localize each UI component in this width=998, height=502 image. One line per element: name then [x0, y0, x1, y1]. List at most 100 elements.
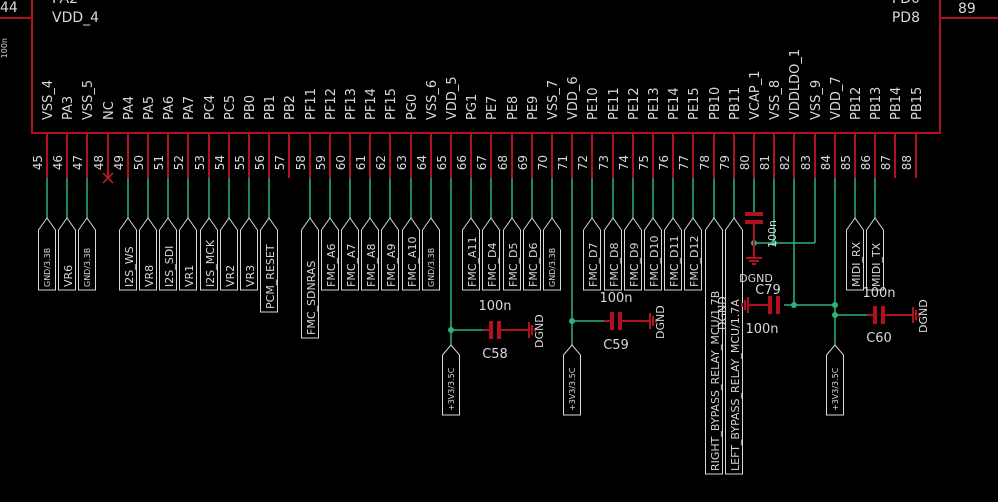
pin-number: 83 [799, 155, 813, 170]
pin-name: PE9 [526, 96, 541, 120]
pin-name: NC [102, 101, 117, 120]
pin-name-vdd4: VDD_4 [52, 10, 99, 26]
pin-number: 77 [677, 155, 691, 170]
pin-name: VDD_7 [829, 76, 844, 120]
pin-number: 46 [51, 155, 65, 170]
net-label-box [644, 217, 662, 291]
pin-number-44: 44 [0, 0, 18, 16]
net-label-box [624, 217, 642, 291]
pin-number: 85 [839, 155, 853, 170]
net-label-box [78, 217, 96, 291]
net-label-text: VR3 [244, 265, 257, 287]
cap-value: 100n [862, 286, 895, 301]
net-label-box [684, 217, 702, 291]
pin-number: 73 [597, 155, 611, 170]
net-label-box [119, 217, 137, 291]
pin-number: 65 [435, 155, 449, 170]
pin-name: PB14 [889, 87, 904, 120]
pin-name: PE14 [667, 87, 682, 120]
junction [771, 240, 777, 246]
pin-number: 70 [536, 155, 550, 170]
no-connect-mark [102, 172, 114, 184]
pin-name-pa2: PA2 [52, 0, 78, 7]
net-label-text: FMC_D7 [587, 243, 600, 287]
pin-name: PA3 [61, 96, 76, 120]
pin-name: PE15 [687, 87, 702, 120]
net-label-text: RIGHT_BYPASS_RELAY_MCU/1.7B [709, 291, 722, 471]
pin-number: 47 [71, 155, 85, 170]
supply-label-text: +3V3/3.5C [568, 367, 577, 411]
net-label-text: FMC_A9 [385, 243, 398, 287]
pin-name: PA4 [122, 96, 137, 120]
cap-plate [497, 321, 501, 339]
pin-name-pd0: PD0 [892, 0, 920, 7]
pin-number: 51 [152, 155, 166, 170]
edge-value-text: 100n [0, 38, 9, 58]
net-label-box [604, 217, 622, 291]
net-label-text: FMC_A6 [325, 243, 338, 287]
pin-name: PB10 [708, 87, 723, 120]
net-label-box [159, 217, 177, 291]
net-label-box [301, 217, 319, 339]
net-label-box [725, 217, 743, 475]
net-label-text: LEFT_BYPASS_RELAY_MCU/1.7A [729, 299, 742, 471]
net-label-box [220, 217, 238, 291]
net-label-text: GND/3.3B [548, 248, 557, 287]
net-label-box [503, 217, 521, 291]
pin-name: VSS_7 [546, 80, 561, 120]
net-label-box [179, 217, 197, 291]
pin-name: PB11 [728, 87, 743, 120]
net-label-box [139, 217, 157, 291]
pin-name: PE11 [607, 87, 622, 120]
pin-number: 48 [92, 155, 106, 170]
pin-number: 50 [132, 155, 146, 170]
pin-name: VDD_6 [566, 76, 581, 120]
pin-name: PB13 [869, 87, 884, 120]
net-label-text: FMC_A7 [345, 243, 358, 287]
pin-name: PF13 [344, 88, 359, 120]
net-label-text: FMC_D12 [688, 236, 701, 287]
supply-label-text: +3V3/3.5C [447, 367, 456, 411]
net-label-text: I2S_MCK [204, 239, 217, 287]
cap-plate [873, 306, 877, 324]
net-label-box [321, 217, 339, 291]
cap-value: 100n [478, 299, 511, 314]
pin-number: 55 [233, 155, 247, 170]
pin-name: PE13 [647, 87, 662, 120]
mcu-chip-symbol: VDD_4PA244PD8PD089100n [0, 0, 998, 134]
net-label-box [846, 217, 864, 291]
pin-name: PC5 [223, 95, 238, 120]
net-label-box [523, 217, 541, 291]
net-label-text: VR6 [62, 265, 75, 287]
net-label-text: FMC_D10 [648, 236, 661, 287]
pin-name-pd8: PD8 [892, 10, 920, 26]
net-label-box [583, 217, 601, 291]
pin-name: PG1 [465, 94, 480, 120]
cap-plate [489, 321, 493, 339]
pin-number: 84 [819, 155, 833, 170]
pin-name: PE8 [506, 96, 521, 120]
pin-number: 52 [172, 155, 186, 170]
net-label-text: VR2 [224, 265, 237, 287]
supply-label-box [563, 344, 581, 416]
pin-name: PC4 [203, 95, 218, 120]
net-label-text: I2S_SDI [163, 246, 176, 287]
pin-name: PE12 [627, 87, 642, 120]
net-label-text: GND/3.3B [83, 248, 92, 287]
pin-number: 72 [576, 155, 590, 170]
pin-name: VSS_6 [425, 80, 440, 120]
net-label-box [341, 217, 359, 291]
pin-name: PE7 [485, 96, 500, 120]
pin-name: VSS_8 [768, 80, 783, 120]
cap-plate [618, 312, 622, 330]
net-label-text: FMC_A11 [466, 236, 479, 287]
net-label-text: FMC_D4 [486, 243, 499, 287]
pin-name: PA5 [142, 96, 157, 120]
cap-name: C59 [603, 338, 629, 353]
pin-number: 79 [718, 155, 732, 170]
pin-name: VDD_5 [445, 76, 460, 120]
net-label-box [705, 217, 723, 475]
net-label-box [402, 217, 420, 291]
pin-number: 78 [698, 155, 712, 170]
cap-name: C79 [755, 283, 781, 298]
